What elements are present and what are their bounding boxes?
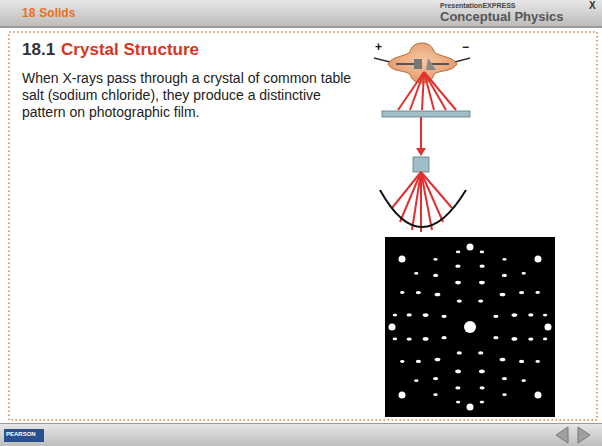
publisher-logo	[4, 429, 44, 442]
anode-sign: +	[375, 40, 382, 54]
footer-bar	[0, 424, 602, 446]
header-bar	[0, 0, 602, 26]
diffracted-beams	[392, 172, 452, 232]
body-text: When X-rays pass through a crystal of co…	[22, 70, 352, 121]
diffraction-spots	[389, 244, 552, 411]
section-title: Crystal Structure	[61, 40, 199, 60]
lead-plate	[382, 111, 470, 117]
nav-back	[556, 427, 568, 443]
section-number: 18.1	[22, 40, 55, 60]
book-title: Conceptual Physics	[440, 9, 564, 24]
xray-beams	[398, 72, 456, 110]
cathode-sign: −	[462, 40, 469, 54]
salt-crystal	[413, 157, 429, 172]
chapter-number: 18	[22, 6, 35, 20]
xray-beam	[420, 117, 422, 150]
close-button: X	[589, 0, 596, 11]
product-name: PresentationEXPRESS	[440, 2, 515, 9]
chapter-name: Solids	[39, 6, 75, 20]
publisher-name: PEARSON	[6, 431, 36, 437]
nav-next	[578, 427, 590, 443]
header-rule	[0, 26, 602, 28]
slide-frame	[9, 32, 597, 420]
photographic-film	[380, 190, 466, 227]
beam-arrowhead	[416, 148, 426, 156]
diffraction-pattern	[385, 237, 555, 417]
footer-rule	[0, 423, 602, 424]
